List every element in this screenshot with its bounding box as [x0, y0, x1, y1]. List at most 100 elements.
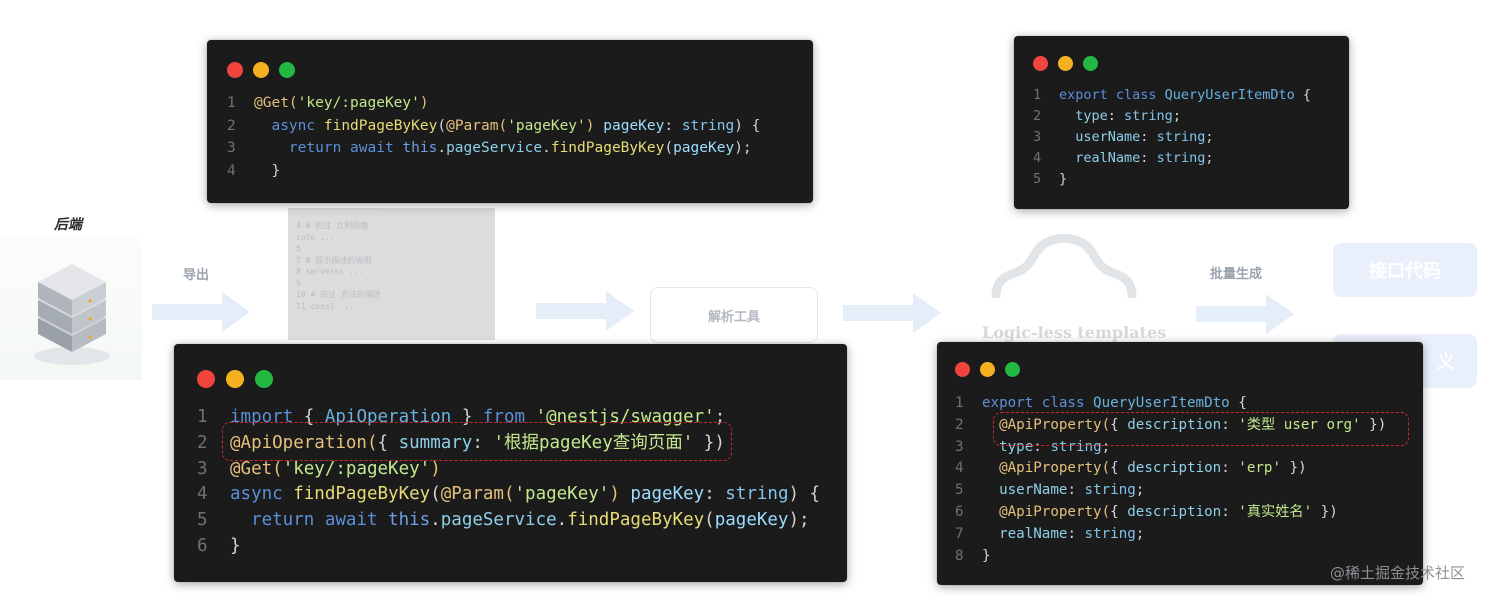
code-token — [1059, 129, 1075, 145]
code-token: pageKey — [603, 117, 665, 134]
code-token: ( — [664, 140, 674, 156]
code-token: QueryUserItemDto — [1093, 395, 1230, 411]
code-token: '根据pageKey查询页面' — [493, 432, 694, 453]
faded-line: 5 — [296, 244, 301, 253]
faded-line: 7 # 提示描述的说明 — [296, 255, 372, 265]
line-number: 1 — [955, 395, 964, 411]
code-token: : — [1221, 460, 1239, 477]
code-token: }) — [693, 432, 725, 453]
code-token: return await — [251, 510, 389, 531]
code-token: pageKey — [673, 140, 735, 156]
code-token: userName — [1075, 129, 1141, 145]
code-block: 1@Get('key/:pageKey')2 async findPageByK… — [227, 92, 760, 182]
arrow-right-icon — [843, 293, 941, 333]
code-token: '@nestjs/swagger' — [535, 407, 715, 427]
maximize-dot-icon — [279, 62, 295, 78]
code-token: type — [1075, 108, 1108, 124]
code-token: }) — [1281, 460, 1307, 477]
code-token: findPageByKey — [550, 140, 665, 156]
code-line: 8} — [955, 546, 1386, 568]
code-token: userName — [999, 482, 1068, 499]
code-token: { — [303, 407, 325, 427]
code-token: findPageByKey — [567, 510, 705, 531]
line-number: 2 — [227, 117, 236, 134]
arrow-right-icon — [1196, 294, 1294, 334]
code-token: { — [1294, 87, 1311, 103]
code-token: type — [999, 438, 1034, 455]
code-token: @Get( — [254, 95, 298, 111]
close-dot-icon — [1033, 56, 1048, 71]
code-line: 3 type: string; — [955, 437, 1386, 459]
code-line: 6 @ApiProperty({ description: '真实姓名' }) — [955, 502, 1386, 524]
close-dot-icon — [227, 62, 243, 78]
code-token: ; — [714, 407, 726, 427]
close-dot-icon — [197, 370, 215, 388]
code-token: { — [1110, 503, 1128, 520]
code-token: } — [230, 535, 241, 556]
code-token: . — [437, 140, 447, 156]
code-token: ) — [430, 458, 441, 479]
code-token: ); — [788, 510, 810, 531]
code-token: ) — [419, 95, 429, 111]
code-token: this — [388, 510, 431, 531]
code-token: : — [1221, 416, 1239, 433]
arrow-right-icon — [536, 291, 634, 331]
line-number: 4 — [197, 484, 208, 505]
maximize-dot-icon — [255, 370, 273, 388]
code-line: 3 userName: string; — [1033, 127, 1311, 148]
arrow-right-icon — [152, 292, 250, 332]
line-number: 5 — [955, 482, 964, 499]
faded-line: 4 # 的注 立刻的情 — [296, 221, 369, 230]
faded-line: 8 serversc ... — [296, 267, 364, 276]
code-line: 6} — [197, 534, 820, 560]
code-token: ); — [734, 140, 752, 156]
code-token: } — [982, 547, 991, 564]
code-token: description — [1127, 460, 1222, 477]
faded-line: 10 # 的注 方法的描述 — [296, 290, 381, 299]
code-line: 2 async findPageByKey(@Param('pageKey') … — [227, 115, 760, 138]
code-token: : — [472, 432, 494, 453]
line-number: 1 — [197, 407, 208, 427]
code-token: } — [451, 407, 483, 427]
code-token: @ApiOperation( — [230, 432, 378, 453]
code-token: description — [1127, 503, 1222, 520]
line-number: 7 — [955, 525, 964, 542]
code-token: { — [1110, 416, 1128, 433]
api-code-pill: 接口代码 — [1333, 243, 1477, 297]
code-token: } — [254, 162, 281, 179]
code-token: return await — [288, 140, 403, 156]
code-token: string — [681, 117, 735, 134]
faded-code-snippet: 4 # 的注 立刻的情 into ... 5 7 # 提示描述的说明 8 ser… — [288, 208, 495, 340]
code-line: 5} — [1033, 169, 1311, 190]
code-token: ; — [1172, 108, 1181, 124]
code-token — [982, 526, 999, 542]
server-icon — [34, 264, 110, 365]
line-number: 1 — [227, 95, 236, 111]
code-line: 2 @ApiProperty({ description: '类型 user o… — [955, 415, 1386, 437]
code-line: 4 realName: string; — [1033, 148, 1311, 169]
code-token: : — [1033, 438, 1051, 455]
code-token: string — [1156, 129, 1206, 145]
code-token: ( — [430, 484, 441, 505]
code-token: ; — [1135, 482, 1145, 499]
code-token: pageService — [440, 510, 557, 531]
window-controls — [197, 370, 273, 388]
faded-line: 9 — [296, 278, 301, 288]
watermark: @稀土掘金技术社区 — [1330, 564, 1466, 582]
code-token: : — [704, 484, 726, 505]
code-token: ) — [585, 117, 595, 134]
code-token: ; — [1135, 525, 1145, 542]
code-token: pageKey — [630, 484, 705, 505]
code-token — [1059, 108, 1075, 124]
code-token: ( — [704, 510, 715, 531]
line-number: 4 — [955, 460, 964, 477]
line-number: 6 — [197, 535, 208, 556]
window-controls — [1033, 56, 1098, 71]
code-token: }) — [1360, 416, 1387, 433]
code-token: { — [1110, 460, 1128, 477]
